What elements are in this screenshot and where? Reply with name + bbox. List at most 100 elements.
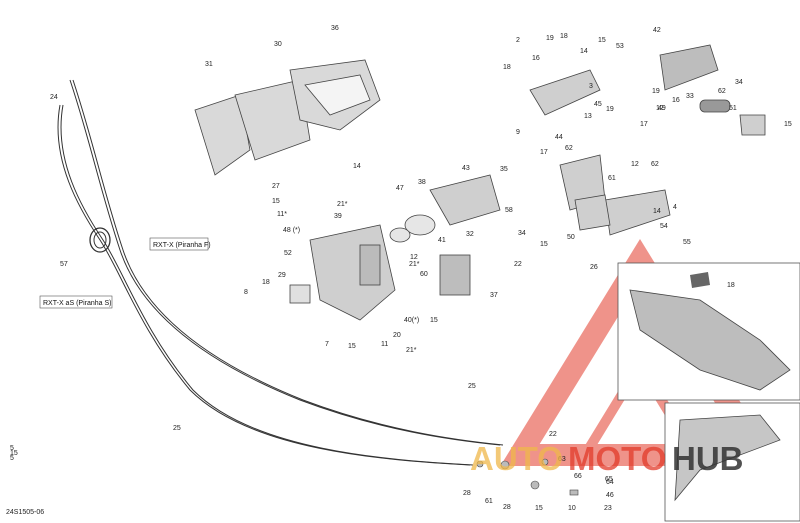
callout-label: 26 — [590, 264, 598, 271]
callout-label: 15 — [348, 343, 356, 350]
callout-label: 28 — [463, 490, 471, 497]
callout-label: 39 — [334, 213, 342, 220]
callout-label: 21* — [409, 261, 420, 268]
callout-label: 34 — [735, 79, 743, 86]
callout-label: 58 — [505, 207, 513, 214]
callout-label: 36 — [331, 25, 339, 32]
callout-label: 9 — [516, 129, 520, 136]
callout-label: 12 — [410, 254, 418, 261]
callout-label: 14 — [653, 208, 661, 215]
model-box-rxt-x: RXT-X (Piranha F) — [149, 237, 211, 251]
callout-label: 30 — [274, 41, 282, 48]
callout-label: 14 — [353, 163, 361, 170]
callout-label: 17 — [640, 121, 648, 128]
callout-label: 8 — [244, 289, 248, 296]
callout-label: 21* — [337, 201, 348, 208]
callout-label: 57 — [60, 261, 68, 268]
callout-label: 12 — [631, 161, 639, 168]
callout-label: 13 — [584, 113, 592, 120]
callout-label: 37 — [490, 292, 498, 299]
callout-label: 32 — [466, 231, 474, 238]
callout-label: 43 — [462, 165, 470, 172]
windshield-housing — [194, 59, 381, 176]
callout-label: 33 — [686, 93, 694, 100]
brand-watermark: AUTO MOTO HUB — [470, 440, 744, 477]
callout-label: 5 — [10, 445, 14, 452]
svg-text:RXT-X (Piranha F): RXT-X (Piranha F) — [153, 242, 211, 249]
callout-label: 18 — [560, 33, 568, 40]
fasteners — [476, 458, 579, 496]
callout-label: 19 — [546, 35, 554, 42]
callout-label: 42 — [653, 27, 661, 34]
callout-label: 48 (*) — [283, 227, 300, 234]
callout-label: 19 — [606, 106, 614, 113]
callout-label: 61 — [485, 498, 493, 505]
callout-label: 15 — [540, 241, 548, 248]
callout-label: 31 — [205, 61, 213, 68]
callout-label: 2 — [516, 37, 520, 44]
callout-label: 66 — [574, 473, 582, 480]
model-box-rxt-x-as: RXT-X aS (Piranha S) — [39, 295, 113, 309]
callout-label: 20 — [393, 332, 401, 339]
callout-label: 62 — [718, 88, 726, 95]
callout-label: 64 — [606, 479, 614, 486]
callout-label: 10 — [568, 505, 576, 512]
callout-label: 62 — [565, 145, 573, 152]
callout-label: 25 — [468, 383, 476, 390]
svg-text:AUTO: AUTO — [470, 440, 563, 477]
callout-label: 22 — [549, 431, 557, 438]
callout-label: 11* — [277, 211, 287, 218]
callout-label: 12 — [656, 105, 664, 112]
callout-label: 52 — [284, 250, 292, 257]
callout-label: 29 — [278, 272, 286, 279]
callout-label: 44 — [555, 134, 563, 141]
callout-label: 14 — [580, 48, 588, 55]
callout-label: 3 — [589, 83, 593, 90]
callout-label: 28 — [503, 504, 511, 511]
callout-label: 50 — [567, 234, 575, 241]
callout-label: 27 — [272, 183, 280, 190]
callout-label: 65 — [605, 476, 613, 483]
callout-label: 41 — [438, 237, 446, 244]
callout-label: 15 — [598, 37, 606, 44]
callout-label: 5 — [10, 455, 14, 462]
callout-label: 21* — [406, 347, 417, 354]
callout-label: 55 — [683, 239, 691, 246]
right-controls — [529, 44, 766, 236]
callout-label: 22 — [514, 261, 522, 268]
callout-label: 60 — [420, 271, 428, 278]
callout-label: 15 — [535, 505, 543, 512]
inset-panel-bottom — [664, 402, 800, 522]
callout-label: 62 — [651, 161, 659, 168]
callout-label: 61 — [608, 175, 616, 182]
callout-label: 46 — [606, 492, 614, 499]
callout-label: 7 — [325, 341, 329, 348]
callout-label: 40(*) — [404, 317, 419, 324]
callout-label: 63 — [558, 456, 566, 463]
svg-text:HUB: HUB — [672, 440, 744, 477]
reference-code: 24S1505-06 — [6, 509, 44, 516]
callout-label: 53 — [616, 43, 624, 50]
callout-label: 18 — [262, 279, 270, 286]
callout-label: 23 — [604, 505, 612, 512]
callout-label: 34 — [518, 230, 526, 237]
callout-label: 19 — [652, 88, 660, 95]
callout-label: 15 — [784, 121, 792, 128]
callout-label: 15 — [430, 317, 438, 324]
handlebar-housing — [289, 174, 501, 321]
callout-label: 47 — [396, 185, 404, 192]
callout-label: 16 — [672, 97, 680, 104]
inset-panel-top — [617, 262, 800, 401]
callout-label: 15 — [272, 198, 280, 205]
svg-text:RXT-X aS (Piranha S): RXT-X aS (Piranha S) — [43, 300, 111, 307]
callout-label: 38 — [418, 179, 426, 186]
callout-label: 51 — [729, 105, 737, 112]
callout-label: 4 — [673, 204, 677, 211]
callout-label: 35 — [500, 166, 508, 173]
callout-label: 24 — [50, 94, 58, 101]
callout-label: 18 — [503, 64, 511, 71]
throttle-cable — [57, 79, 504, 466]
svg-text:MOTO: MOTO — [568, 440, 666, 477]
callout-label: 18 — [727, 282, 735, 289]
